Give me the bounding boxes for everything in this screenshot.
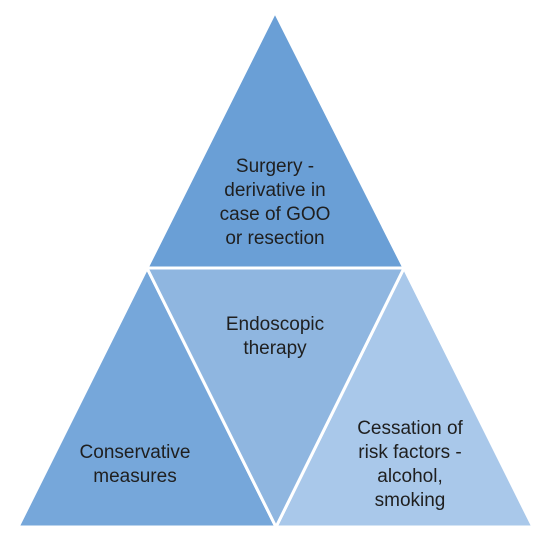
label-surgery: Surgery - derivative in case of GOO or r… <box>219 156 331 249</box>
label-conservative-measures: Conservative measures <box>79 442 191 487</box>
label-endoscopic-therapy: Endoscopic therapy <box>225 314 325 359</box>
label-cessation-risk-factors: Cessation of risk factors - alcohol, smo… <box>357 418 463 511</box>
triangle-center-endoscopic <box>144 266 407 531</box>
